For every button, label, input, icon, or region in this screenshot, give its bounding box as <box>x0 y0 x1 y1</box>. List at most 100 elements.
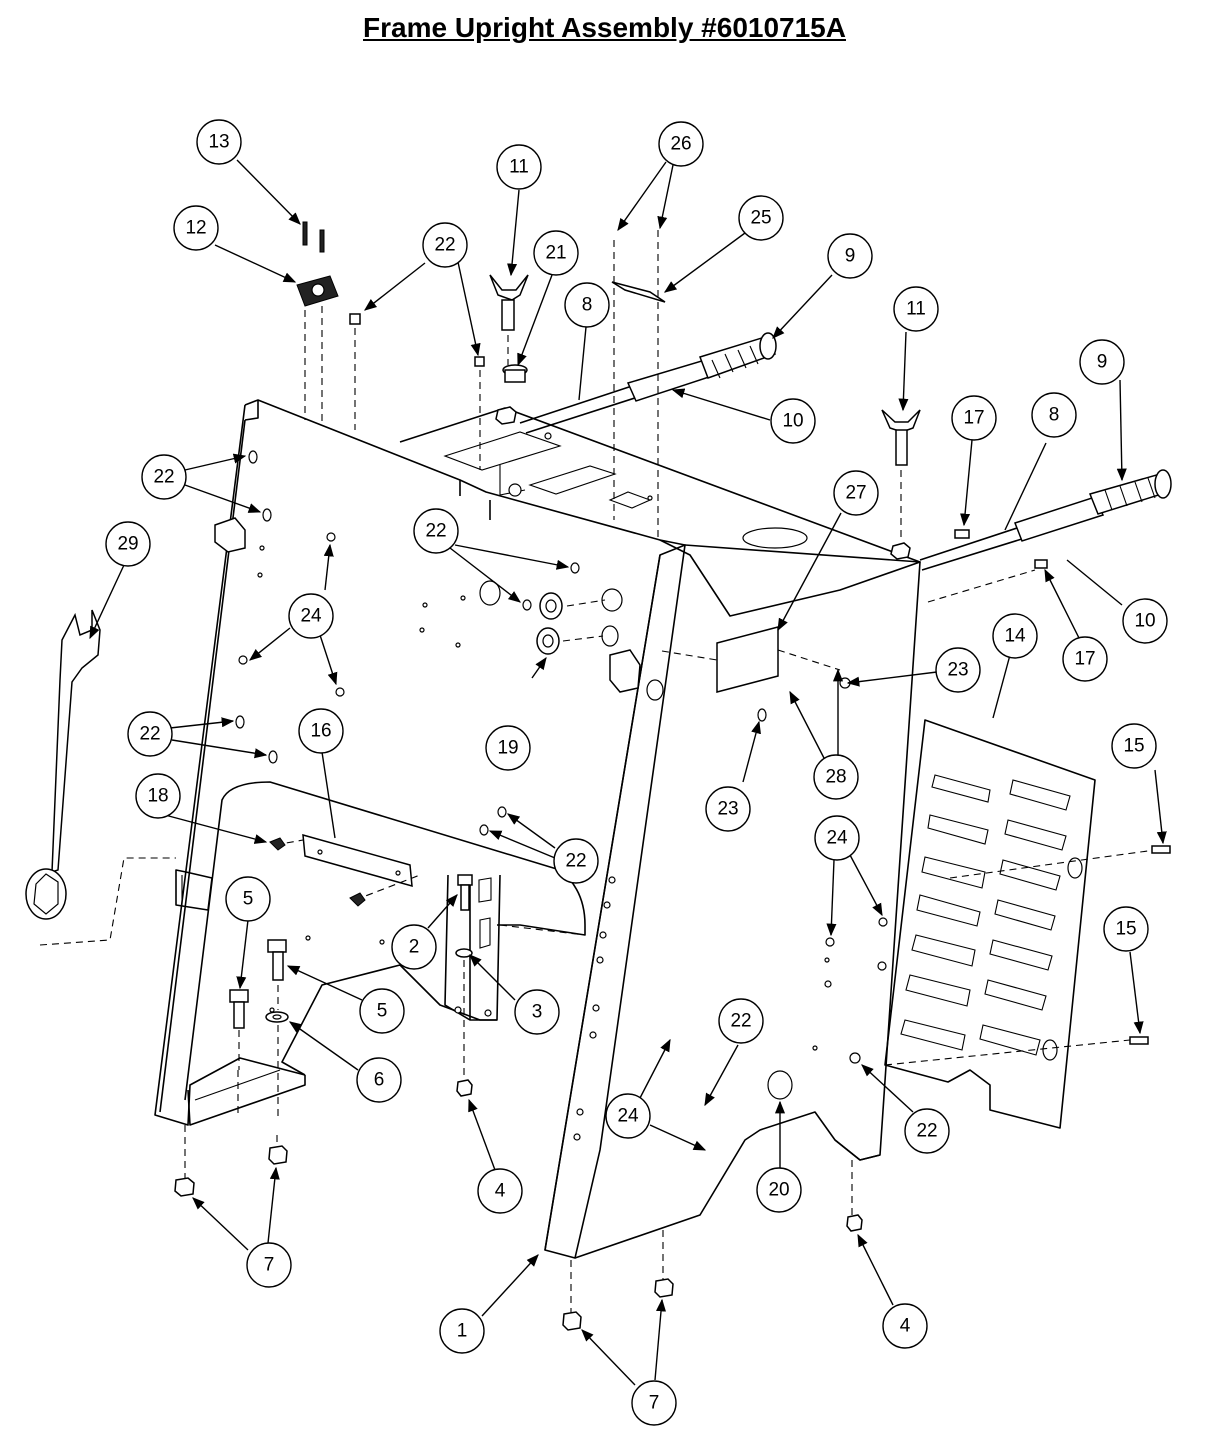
svg-text:28: 28 <box>825 767 846 788</box>
svg-text:25: 25 <box>750 208 771 229</box>
callout: 17 <box>951 395 997 441</box>
louvered-panel <box>884 719 1171 1129</box>
callout: 8 <box>564 282 610 328</box>
callout: 4 <box>882 1303 928 1349</box>
svg-text:3: 3 <box>532 1002 543 1023</box>
callout: 22 <box>904 1108 950 1154</box>
page-title: Frame Upright Assembly #6010715A <box>363 12 846 43</box>
callout: 7 <box>246 1242 292 1288</box>
top-caps <box>349 313 528 470</box>
svg-text:24: 24 <box>826 828 848 849</box>
callout: 21 <box>533 230 579 276</box>
svg-text:15: 15 <box>1115 919 1136 940</box>
svg-text:6: 6 <box>374 1070 385 1091</box>
right-handle <box>919 469 1172 603</box>
svg-text:2: 2 <box>409 937 420 958</box>
callout: 6 <box>356 1057 402 1103</box>
svg-text:24: 24 <box>617 1106 639 1127</box>
callout: 27 <box>833 470 879 516</box>
callout: 23 <box>935 647 981 693</box>
svg-text:8: 8 <box>582 295 593 316</box>
callout: 11 <box>893 286 939 332</box>
callout: 5 <box>225 876 271 922</box>
svg-text:13: 13 <box>208 132 229 153</box>
callout: 13 <box>196 119 242 165</box>
callout: 24 <box>814 815 860 861</box>
callout: 9 <box>1079 339 1125 385</box>
svg-text:9: 9 <box>845 246 856 267</box>
callout: 22 <box>127 711 173 757</box>
svg-text:20: 20 <box>768 1180 789 1201</box>
center-channel <box>444 874 586 1021</box>
callout: 28 <box>813 754 859 800</box>
svg-text:26: 26 <box>670 134 691 155</box>
callout: 5 <box>359 988 405 1034</box>
mounting-plate <box>302 833 413 888</box>
leader-lines <box>89 159 1167 1386</box>
svg-text:12: 12 <box>185 218 206 239</box>
svg-text:21: 21 <box>545 243 566 264</box>
callout: 22 <box>718 998 764 1044</box>
svg-text:1: 1 <box>457 1321 468 1342</box>
callout: 3 <box>514 989 560 1035</box>
svg-text:4: 4 <box>495 1181 506 1202</box>
hardware <box>174 406 911 1331</box>
callout: 8 <box>1031 392 1077 438</box>
callout: 24 <box>288 593 334 639</box>
callout: 10 <box>1122 598 1168 644</box>
callout: 14 <box>992 613 1038 659</box>
svg-text:24: 24 <box>300 606 322 627</box>
svg-text:29: 29 <box>117 534 138 555</box>
callout-labels: 1 2 3 4 4 5 5 6 7 7 7 8 8 9 9 10 10 11 1… <box>105 119 1168 1426</box>
svg-text:22: 22 <box>425 521 446 542</box>
callout: 9 <box>827 233 873 279</box>
callout: 22 <box>141 454 187 500</box>
callout: 11 <box>496 144 542 190</box>
svg-text:22: 22 <box>730 1011 751 1032</box>
svg-text:5: 5 <box>243 889 254 910</box>
top-deck <box>399 407 921 617</box>
svg-text:22: 22 <box>565 851 586 872</box>
svg-text:17: 17 <box>1074 649 1095 670</box>
callout: 17 <box>1062 636 1108 682</box>
svg-text:4: 4 <box>900 1316 911 1337</box>
handle-bolts <box>954 529 1048 569</box>
svg-text:23: 23 <box>947 660 968 681</box>
callout: 2 <box>391 924 437 970</box>
svg-text:9: 9 <box>1097 352 1108 373</box>
callout: 18 <box>135 773 181 819</box>
svg-text:16: 16 <box>310 721 331 742</box>
callout: 22 <box>553 838 599 884</box>
left-panel-holes <box>214 450 623 1013</box>
callout: 15 <box>1111 723 1157 769</box>
callout: 20 <box>756 1167 802 1213</box>
callout: 29 <box>105 521 151 567</box>
callout: 26 <box>658 121 704 167</box>
svg-text:18: 18 <box>147 786 168 807</box>
svg-text:10: 10 <box>1134 611 1155 632</box>
svg-text:27: 27 <box>845 483 866 504</box>
svg-text:14: 14 <box>1004 626 1026 647</box>
callout: 16 <box>298 708 344 754</box>
callout: 23 <box>705 786 751 832</box>
callout: 22 <box>422 222 468 268</box>
svg-text:22: 22 <box>153 467 174 488</box>
svg-text:7: 7 <box>264 1255 275 1276</box>
wing-bolts <box>489 274 921 540</box>
callout: 15 <box>1103 906 1149 952</box>
id-plate <box>611 230 666 540</box>
callout: 7 <box>631 1380 677 1426</box>
callout: 19 <box>485 725 531 771</box>
svg-text:10: 10 <box>782 411 803 432</box>
callout: 10 <box>770 398 816 444</box>
svg-text:23: 23 <box>717 799 738 820</box>
svg-text:5: 5 <box>377 1001 388 1022</box>
svg-text:7: 7 <box>649 1393 660 1414</box>
callout: 12 <box>173 205 219 251</box>
callout: 24 <box>605 1093 651 1139</box>
svg-text:17: 17 <box>963 408 984 429</box>
callout: 1 <box>439 1308 485 1354</box>
callout: 22 <box>413 508 459 554</box>
callout: 4 <box>477 1168 523 1214</box>
